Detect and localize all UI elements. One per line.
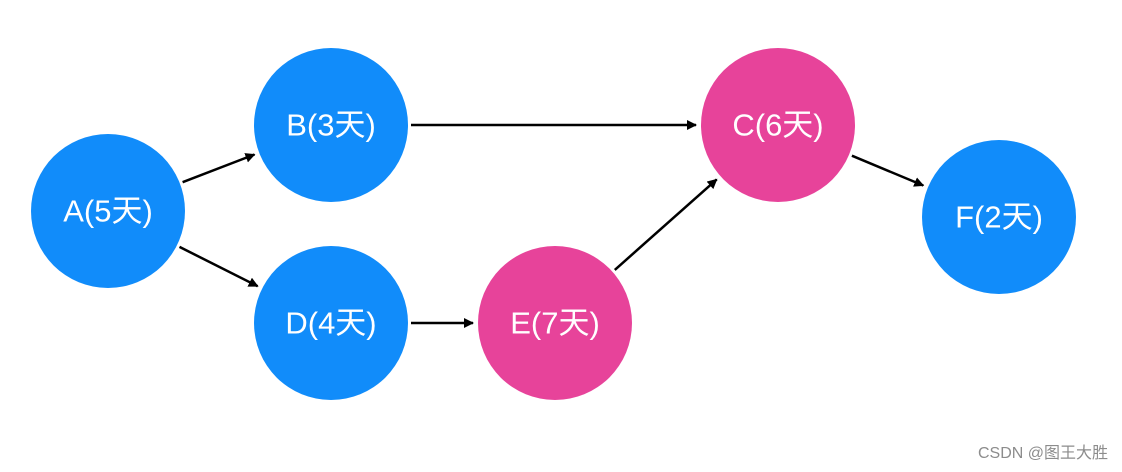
node-layer: A(5天) B(3天) D(4天) E(7天) C(6天) F(2天) (31, 48, 1076, 400)
node-e-circle (478, 246, 632, 400)
node-c-label: C(6天) (732, 108, 823, 143)
node-f-circle (922, 140, 1076, 294)
node-c: C(6天) (701, 48, 855, 202)
node-f: F(2天) (922, 140, 1076, 294)
edge-layer (178, 120, 925, 328)
node-e: E(7天) (478, 246, 632, 400)
node-f-label: F(2天) (955, 200, 1043, 235)
node-a-circle (31, 134, 185, 288)
node-b-circle (254, 48, 408, 202)
node-e-label: E(7天) (510, 306, 600, 341)
node-a: A(5天) (31, 134, 185, 288)
watermark-text: CSDN @图王大胜 (977, 445, 1108, 462)
node-a-label: A(5天) (63, 194, 153, 229)
node-b: B(3天) (254, 48, 408, 202)
edge-c-to-f-arrow (851, 154, 925, 187)
node-d-label: D(4天) (285, 306, 376, 341)
edge-a-to-d-arrow (178, 245, 259, 288)
node-b-label: B(3天) (286, 108, 376, 143)
edge-a-to-b-arrow (182, 153, 256, 184)
node-d: D(4天) (254, 246, 408, 400)
edge-e-to-c-arrow (613, 178, 718, 271)
node-c-circle (701, 48, 855, 202)
node-d-circle (254, 246, 408, 400)
